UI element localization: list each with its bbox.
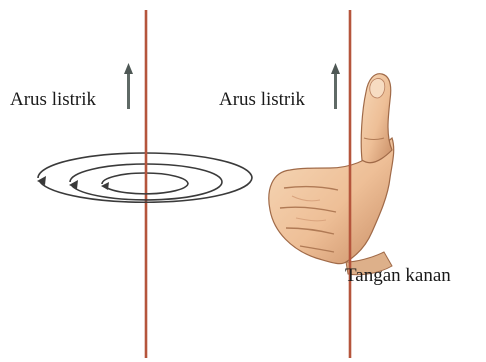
current-label-left: Arus listrik xyxy=(10,90,96,109)
current-label-right: Arus listrik xyxy=(219,90,305,109)
up-arrow-icon xyxy=(331,63,340,109)
hand-label: Tangan kanan xyxy=(345,266,451,285)
up-arrow-icon xyxy=(124,63,133,109)
